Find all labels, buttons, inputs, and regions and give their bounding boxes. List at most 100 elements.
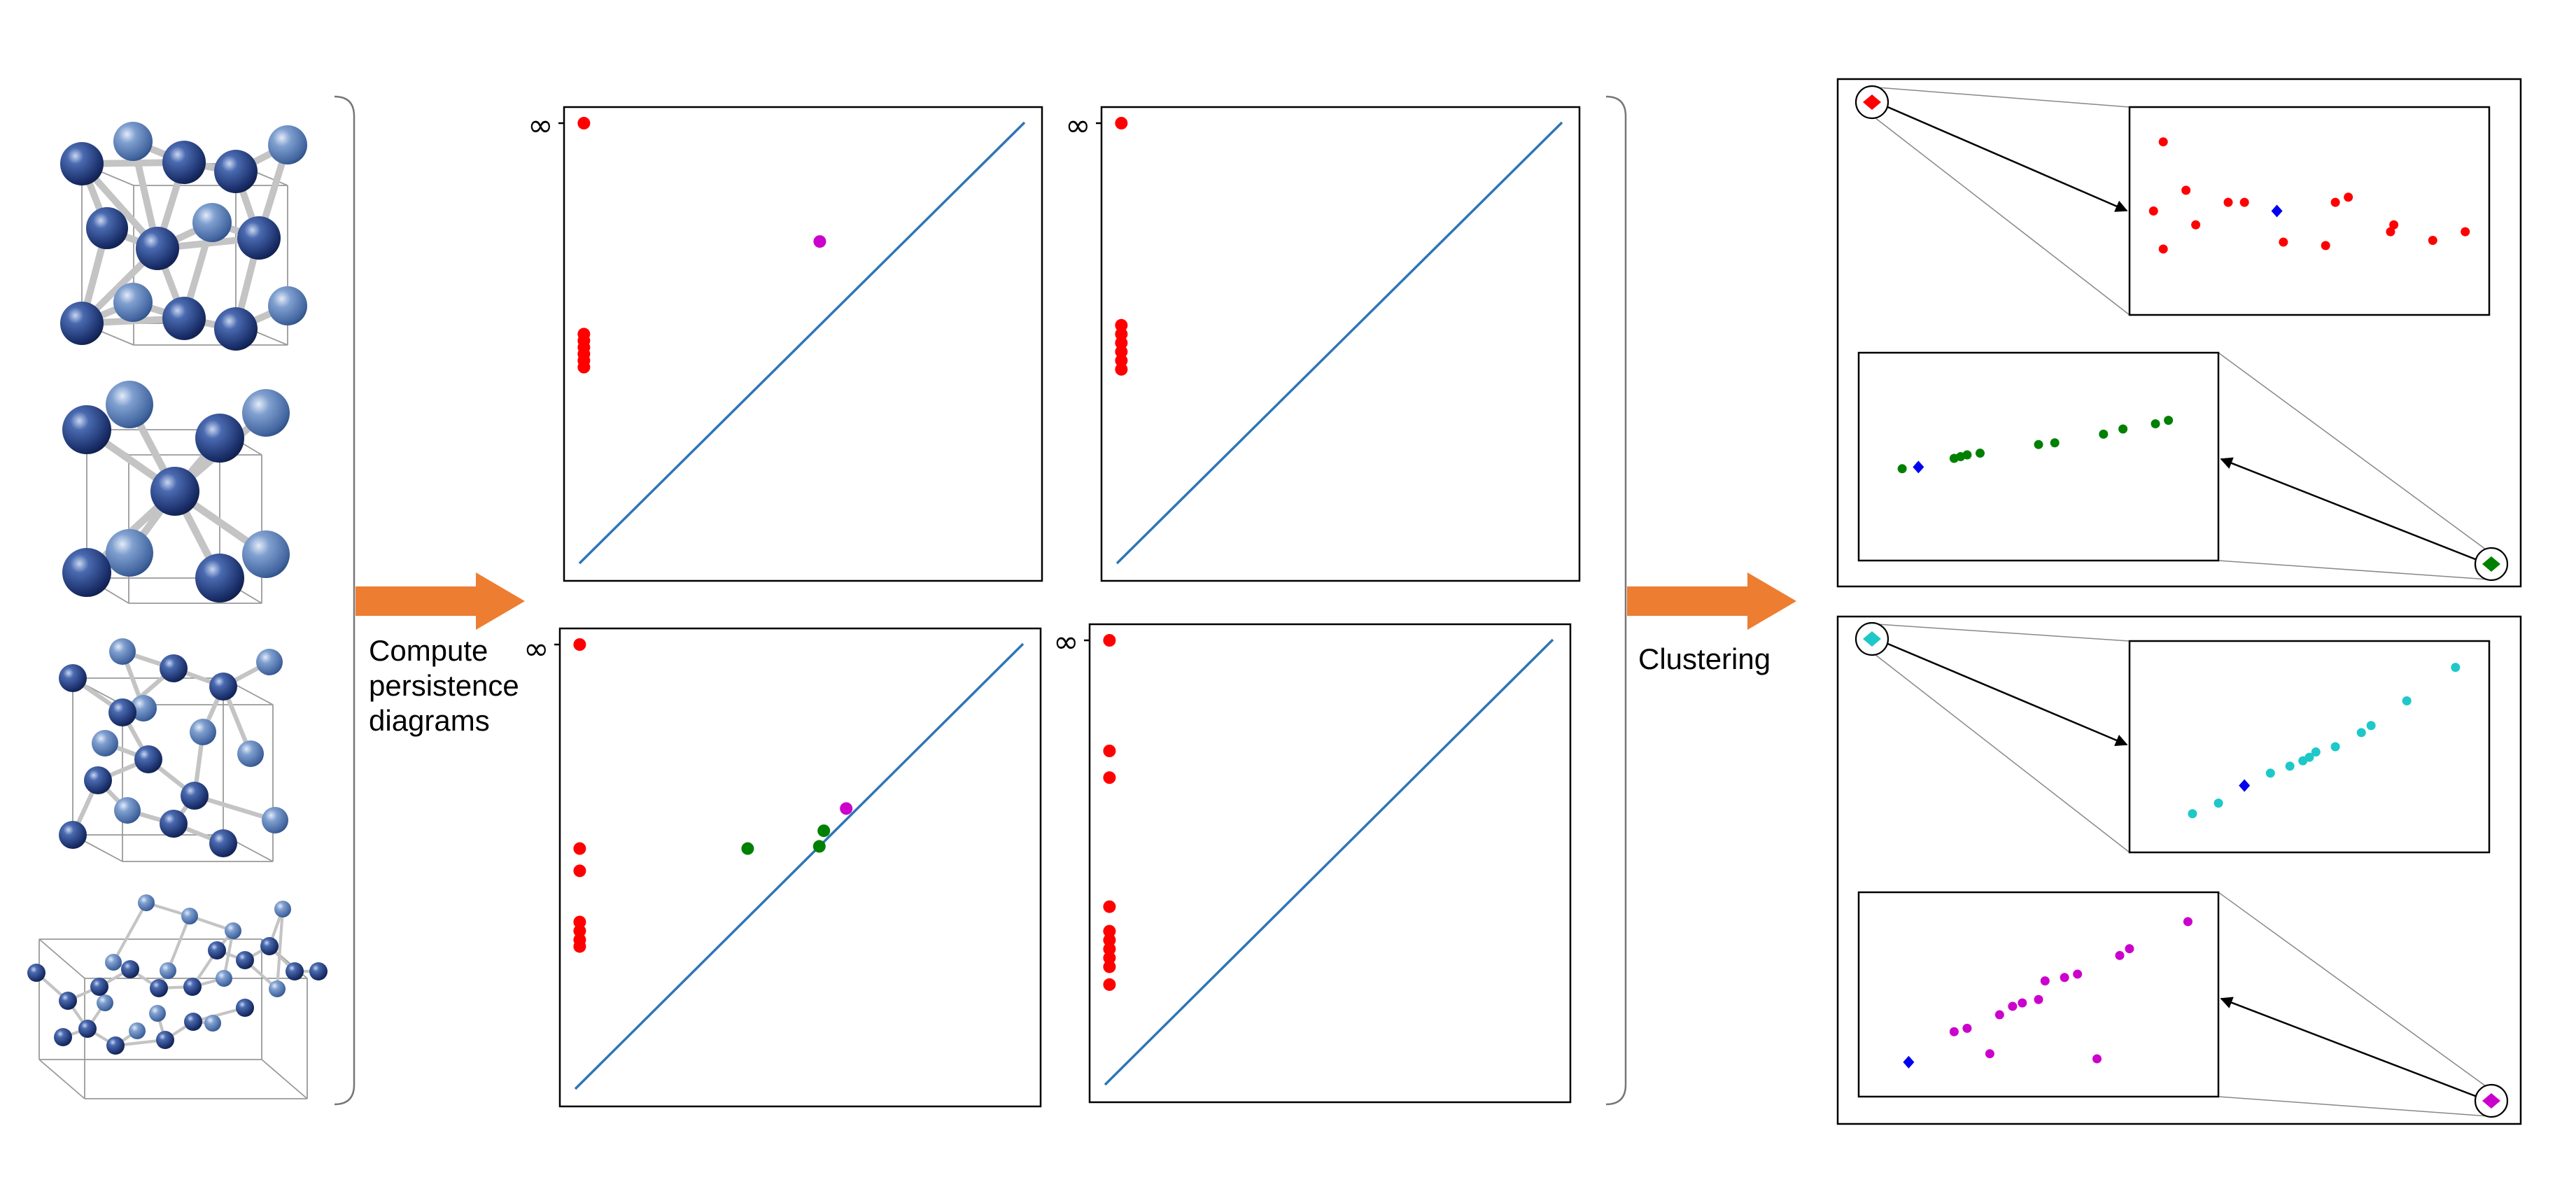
atom-icon	[309, 962, 328, 980]
cluster-point	[2115, 950, 2125, 960]
zoom-guide-line	[2218, 560, 2489, 580]
zoom-guide-line	[2218, 892, 2486, 1087]
infinity-label: ∞	[523, 631, 549, 667]
compute-label: Compute persistence diagrams	[369, 633, 519, 738]
cluster-point	[2213, 798, 2223, 808]
atom-icon	[181, 908, 198, 924]
atom-icon	[138, 894, 155, 911]
atom-icon	[78, 1020, 97, 1038]
atom-icon	[274, 901, 291, 917]
persistence-point	[1115, 345, 1128, 358]
cluster-point	[2181, 185, 2191, 195]
persistence-point	[573, 915, 586, 929]
atom-icon	[160, 962, 176, 979]
compute-label-line-2: persistence	[369, 669, 519, 702]
cluster-point	[2304, 752, 2314, 762]
bracket-icon	[1605, 95, 1627, 1106]
cluster-point	[1949, 1027, 1959, 1036]
zoom-inset-box	[2128, 106, 2491, 316]
zoom-guide-line	[1877, 87, 2130, 108]
atom-icon	[149, 1005, 166, 1022]
persistence-point	[813, 235, 826, 248]
atom-icon	[225, 922, 241, 939]
zoom-inset-box	[2128, 640, 2491, 854]
persistence-point	[817, 824, 831, 838]
atom-icon	[262, 807, 288, 833]
zoom-green	[1857, 351, 2509, 582]
atom-icon	[108, 698, 136, 726]
atom-icon	[208, 941, 226, 959]
zoom-guide-line	[1877, 624, 2130, 642]
bond	[192, 793, 278, 823]
atom-icon	[242, 389, 290, 437]
persistence-point	[1103, 960, 1116, 973]
cluster-point	[2018, 998, 2027, 1008]
cluster-point	[2402, 696, 2412, 705]
diamond-marker-icon	[1863, 94, 1881, 110]
atom-icon	[214, 307, 258, 351]
cluster-point	[1985, 1049, 1994, 1059]
atom-icon	[150, 979, 168, 997]
cluster-center-marker	[2239, 779, 2251, 792]
atom-icon	[269, 980, 286, 997]
cluster-center-marker	[1903, 1055, 1915, 1069]
persistence-point	[840, 802, 853, 815]
cluster-point	[2034, 439, 2043, 449]
persistence-point	[1115, 337, 1128, 349]
diagonal-line	[578, 121, 1026, 565]
atom-icon	[54, 1028, 72, 1046]
bracket-icon	[334, 95, 356, 1106]
cluster-point	[1897, 464, 1907, 474]
zoom-red	[1854, 85, 2491, 316]
persistence-point	[1115, 363, 1128, 376]
cluster-point	[1962, 1023, 1972, 1033]
diagonal-line	[1104, 638, 1554, 1086]
zoom-arrow	[2220, 997, 2479, 1099]
atom-icon	[214, 150, 258, 193]
atom-icon	[59, 664, 87, 692]
atom-icon	[90, 978, 108, 996]
persistence-point	[1103, 771, 1116, 785]
diagonal-line	[1115, 121, 1563, 565]
atom-icon	[236, 999, 254, 1017]
persistence-point	[1103, 745, 1116, 757]
unit-cell-edge	[261, 1059, 308, 1099]
cluster-point	[1962, 450, 1972, 460]
cluster-point	[2389, 220, 2399, 230]
persistence-point	[812, 840, 826, 853]
atom-icon	[113, 283, 153, 322]
cluster-point	[2040, 976, 2050, 986]
cluster-point	[2428, 235, 2437, 245]
cluster-point	[2311, 747, 2321, 757]
atom-icon	[195, 414, 244, 463]
zoom-guide-line	[1874, 117, 2130, 316]
atom-icon	[209, 673, 237, 701]
diagonal-line	[574, 642, 1025, 1090]
atom-icon	[136, 227, 179, 270]
cluster-point	[2279, 237, 2288, 247]
crystal-structure-4	[27, 894, 328, 1099]
atom-icon	[160, 810, 188, 838]
persistence-point	[577, 360, 591, 374]
atom-icon	[181, 782, 209, 810]
zoom-guide-line	[2218, 1096, 2489, 1117]
atom-icon	[60, 142, 104, 185]
atom-icon	[129, 1022, 146, 1039]
atom-icon	[268, 125, 307, 164]
atom-icon	[204, 1015, 221, 1032]
atom-icon	[192, 203, 232, 242]
zoom-guide-line	[2218, 352, 2486, 550]
atom-icon	[92, 730, 118, 757]
cluster-point	[2158, 244, 2168, 254]
cluster-point	[2191, 220, 2201, 230]
cluster-point	[2125, 944, 2134, 954]
unit-cell-edge	[38, 938, 85, 979]
atom-icon	[156, 1031, 174, 1049]
zoom-arrow	[2220, 457, 2479, 562]
atom-icon	[62, 548, 111, 597]
crystal-structure-2	[62, 381, 290, 604]
zoom-cyan	[1854, 621, 2491, 854]
infinity-label: ∞	[1065, 108, 1091, 143]
atom-icon	[237, 740, 264, 767]
cluster-point	[2330, 197, 2340, 207]
